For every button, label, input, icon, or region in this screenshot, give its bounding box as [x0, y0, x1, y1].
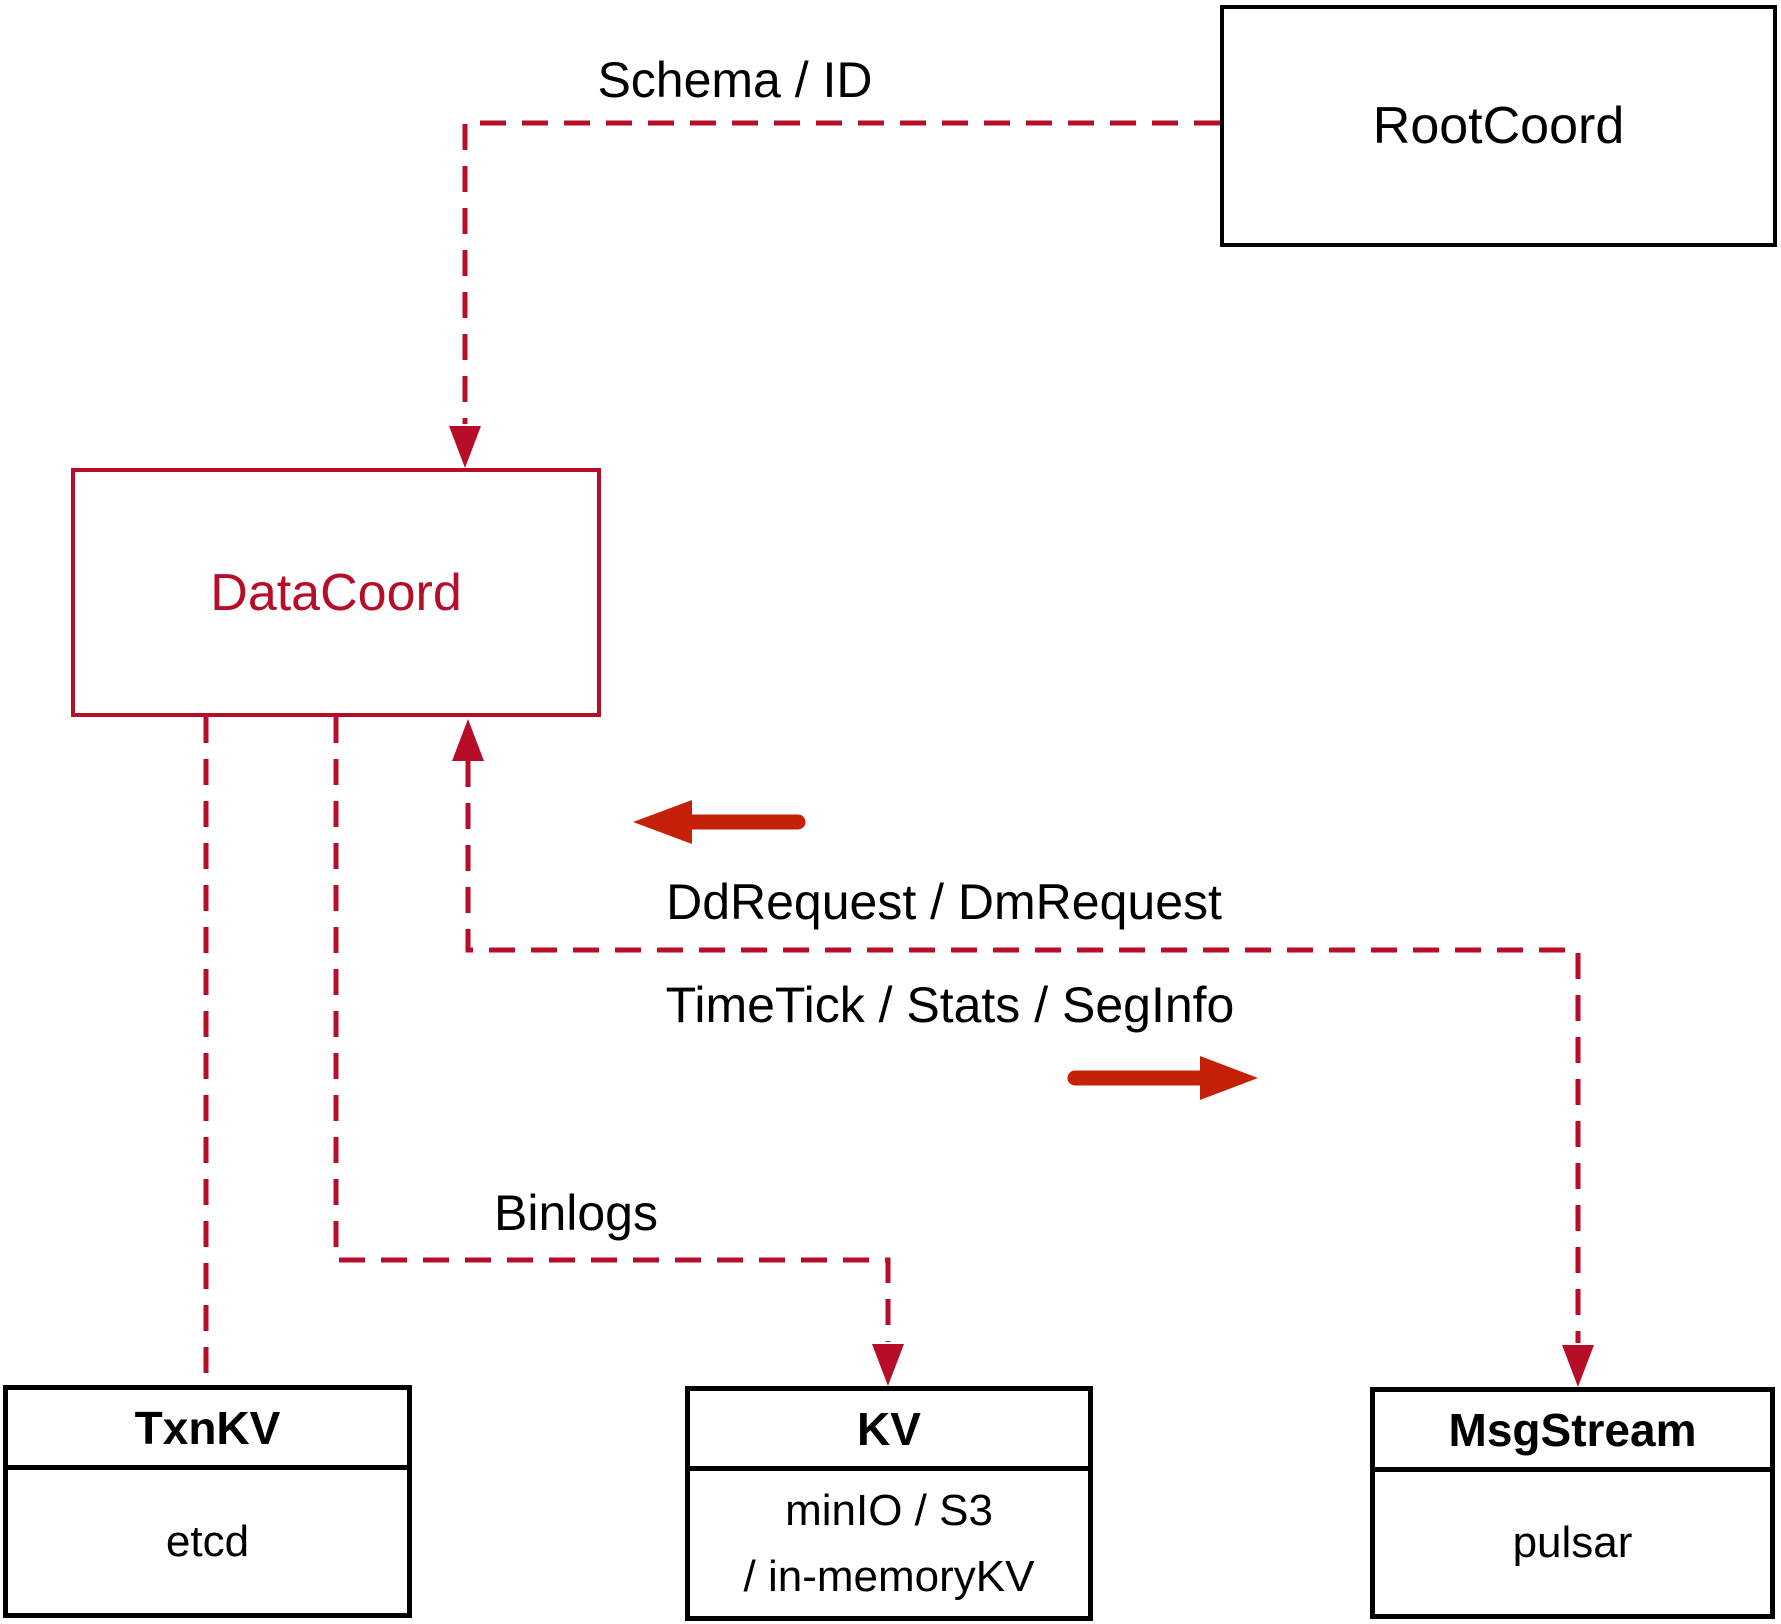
left-direction-arrow-icon	[633, 800, 806, 844]
arrowhead-into-datacoord-top-icon	[449, 426, 481, 468]
arrowhead-into-kv-top-icon	[872, 1344, 904, 1386]
kv-node: KV minIO / S3 / in-memoryKV	[685, 1386, 1093, 1621]
txnkv-node: TxnKV etcd	[3, 1385, 412, 1618]
right-direction-arrow-icon	[1067, 1056, 1258, 1100]
kv-body-line1: minIO / S3	[785, 1485, 993, 1535]
msgstream-node: MsgStream pulsar	[1370, 1387, 1775, 1619]
schema-id-edge-label: Schema / ID	[597, 52, 873, 108]
msgstream-body-label: pulsar	[1512, 1518, 1633, 1567]
txnkv-header: TxnKV	[8, 1390, 407, 1470]
arrowhead-into-msgstream-top-icon	[1562, 1345, 1594, 1387]
ddrequest-timetick-connector	[465, 761, 1581, 1343]
datacoord-label: DataCoord	[210, 563, 462, 622]
msgstream-header: MsgStream	[1375, 1392, 1770, 1472]
rootcoord-label: RootCoord	[1372, 97, 1625, 155]
arrowhead-into-datacoord-bottom-icon	[452, 719, 484, 761]
schema-id-connector	[462, 120, 1220, 424]
binlogs-edge-label: Binlogs	[494, 1185, 658, 1241]
binlogs-connector	[333, 717, 891, 1342]
ddrequest-dmrequest-edge-label: DdRequest / DmRequest	[666, 874, 1222, 930]
rootcoord-node: RootCoord	[1220, 5, 1777, 247]
timetick-stats-seginfo-edge-label: TimeTick / Stats / SegInfo	[665, 977, 1235, 1033]
kv-body-line2: / in-memoryKV	[743, 1551, 1035, 1601]
txnkv-body-label: etcd	[165, 1516, 250, 1566]
kv-header: KV	[690, 1391, 1088, 1471]
datacoord-node: DataCoord	[71, 468, 601, 717]
